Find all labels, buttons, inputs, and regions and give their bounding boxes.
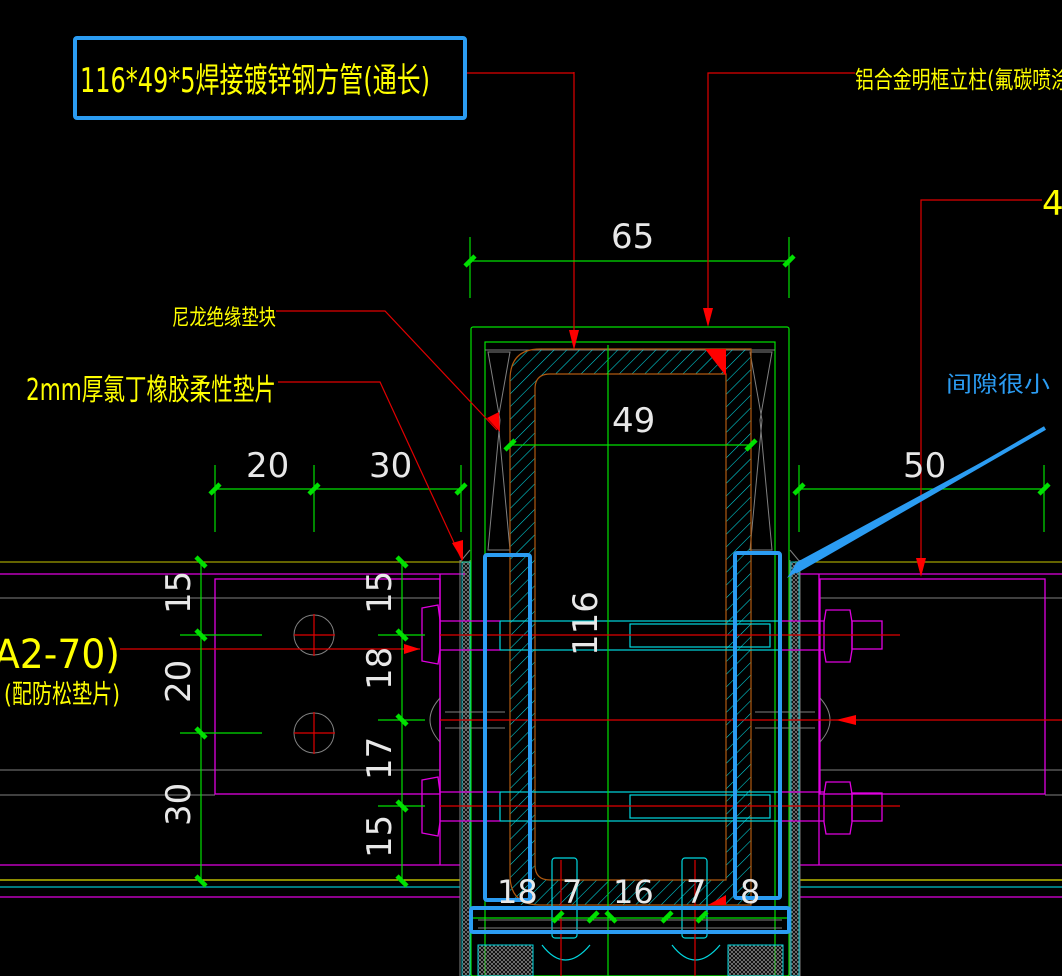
leader-lines bbox=[276, 72, 1042, 725]
bolt-hole-upper bbox=[293, 614, 335, 656]
markup-highlights bbox=[73, 36, 1046, 934]
cut-off-label: 4 bbox=[1042, 184, 1062, 224]
dimension-lines bbox=[180, 237, 1051, 924]
dim-bottom-1: 18 bbox=[497, 873, 538, 911]
bolt-hole-lower bbox=[293, 712, 335, 754]
center-lines bbox=[120, 72, 1062, 976]
dim-bottom-4: 7 bbox=[686, 873, 706, 911]
dim-left-outer: 20 bbox=[246, 446, 289, 486]
dim-inner-width: 49 bbox=[612, 401, 655, 441]
highlight-box-right-gap bbox=[733, 551, 782, 900]
dim-tube-height: 116 bbox=[566, 591, 606, 656]
dim-left-col-2: 20 bbox=[159, 660, 199, 703]
dim-right-col-4: 15 bbox=[360, 815, 400, 858]
highlight-box-title bbox=[73, 36, 467, 120]
dim-bottom-5: 8 bbox=[740, 873, 760, 911]
bolt-label-line1: A2-70) bbox=[0, 632, 120, 678]
dim-top-width: 65 bbox=[611, 217, 654, 257]
dim-right-col-3: 17 bbox=[360, 737, 400, 780]
highlight-box-bottom bbox=[469, 906, 791, 934]
highlight-box-left-gap bbox=[483, 553, 532, 902]
dim-bottom-2: 7 bbox=[562, 873, 582, 911]
mullion-label: 铝合金明框立柱(氟碳喷涂 bbox=[855, 66, 1062, 94]
horizontal-structure bbox=[0, 561, 1062, 898]
dim-left-col-3: 30 bbox=[159, 783, 199, 826]
dim-right: 50 bbox=[903, 446, 946, 486]
nylon-block-label: 尼龙绝缘垫块 bbox=[172, 306, 276, 331]
steel-tube bbox=[509, 348, 752, 906]
dim-left-inner: 30 bbox=[369, 446, 412, 486]
bottom-clamps bbox=[477, 857, 784, 976]
rubber-pad-label: 2mm厚氯丁橡胶柔性垫片 bbox=[26, 373, 276, 408]
bolt-label-line2: (配防松垫片) bbox=[4, 680, 120, 710]
dim-bottom-3: 16 bbox=[613, 873, 654, 911]
dim-right-col-2: 18 bbox=[360, 647, 400, 690]
steel-tube-label: 116*49*5焊接镀锌钢方管(通长) bbox=[80, 61, 430, 101]
dim-left-col-1: 15 bbox=[159, 571, 199, 614]
gap-note: 间隙很小 bbox=[946, 373, 1050, 398]
dim-right-col-1: 15 bbox=[360, 571, 400, 614]
